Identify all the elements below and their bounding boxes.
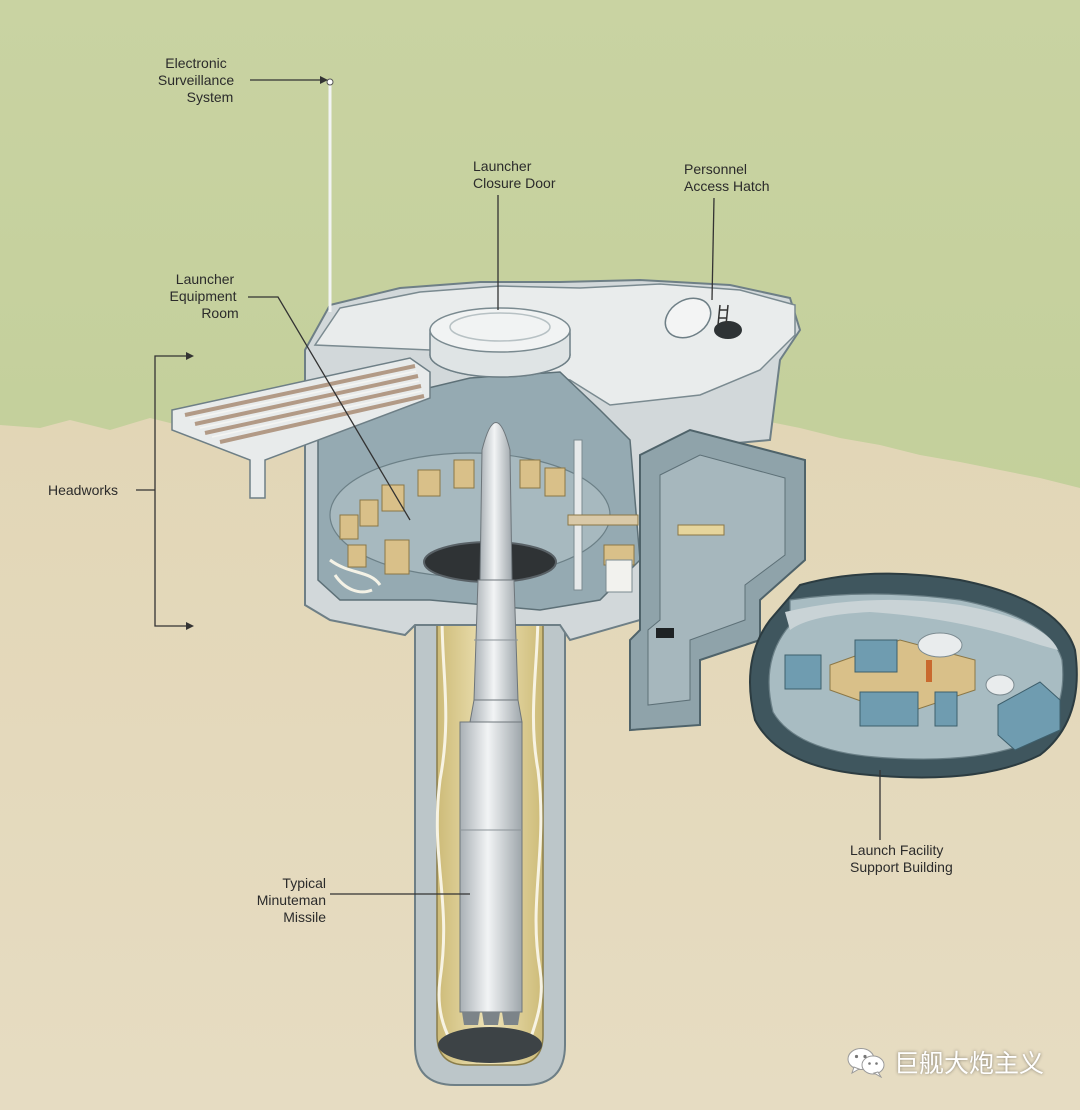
leader-surveillance-arrow (320, 76, 328, 84)
svg-text:Equipment: Equipment (170, 288, 237, 304)
svg-text:Support Building: Support Building (850, 859, 953, 875)
shaft-cable-right (528, 569, 543, 1041)
shaft-floor (438, 1027, 542, 1063)
svg-text:Launch Facility: Launch Facility (850, 842, 943, 858)
small-cabinet (605, 559, 633, 593)
headworks-arrow-top (186, 352, 194, 360)
wechat-icon (847, 1048, 885, 1078)
antenna-tip (326, 78, 334, 86)
equipment-boxes (339, 459, 635, 575)
label-personnel-access-hatch: Personnel Access Hatch (684, 161, 770, 194)
svg-text:Minuteman: Minuteman (257, 892, 326, 908)
access-ladder (717, 304, 729, 326)
svg-text:Launcher: Launcher (473, 158, 532, 174)
svg-text:Missile: Missile (283, 909, 326, 925)
support-building-ceiling (785, 599, 1058, 650)
minuteman-missile (459, 422, 523, 1025)
label-launch-facility-support-building: Launch Facility Support Building (850, 842, 953, 875)
closure-door-rails (171, 357, 431, 499)
svg-text:Access Hatch: Access Hatch (684, 178, 770, 194)
access-hatch-opening (714, 321, 742, 339)
leader-access-hatch (711, 197, 715, 301)
svg-text:Room: Room (201, 305, 238, 321)
watermark-text: 巨舰大炮主义 (893, 1049, 1044, 1078)
svg-text:Surveillance: Surveillance (158, 72, 234, 88)
access-hatch-cover (664, 297, 712, 339)
svg-text:Launcher: Launcher (176, 271, 235, 287)
label-launcher-equipment-room: Launcher Equipment Room (170, 271, 239, 321)
svg-text:Headworks: Headworks (48, 482, 118, 498)
svg-text:Electronic: Electronic (165, 55, 226, 71)
utility-shelf (567, 514, 639, 526)
label-electronic-surveillance-system: Electronic Surveillance System (158, 55, 234, 105)
access-structure-inner (647, 454, 786, 706)
svg-text:Personnel: Personnel (684, 161, 747, 177)
label-launcher-closure-door: Launcher Closure Door (473, 158, 556, 191)
shaft-cable-left (435, 569, 452, 1041)
access-structure-vent (656, 628, 674, 638)
svg-text:Typical: Typical (282, 875, 326, 891)
closure-door-top (429, 307, 571, 353)
closure-door-ring (449, 312, 551, 342)
label-headworks: Headworks (48, 482, 118, 498)
leader-equipment-room (248, 296, 411, 521)
room-cables (329, 558, 382, 594)
label-typical-minuteman-missile: Typical Minuteman Missile (257, 875, 326, 925)
headworks-bracket (154, 355, 186, 627)
support-building-equipment (784, 632, 1061, 751)
svg-text:Closure Door: Closure Door (473, 175, 556, 191)
watermark: 巨舰大炮主义 (846, 1044, 1044, 1080)
headworks-arrow-bottom (186, 622, 194, 630)
svg-text:System: System (187, 89, 234, 105)
access-structure-bar (677, 524, 725, 536)
